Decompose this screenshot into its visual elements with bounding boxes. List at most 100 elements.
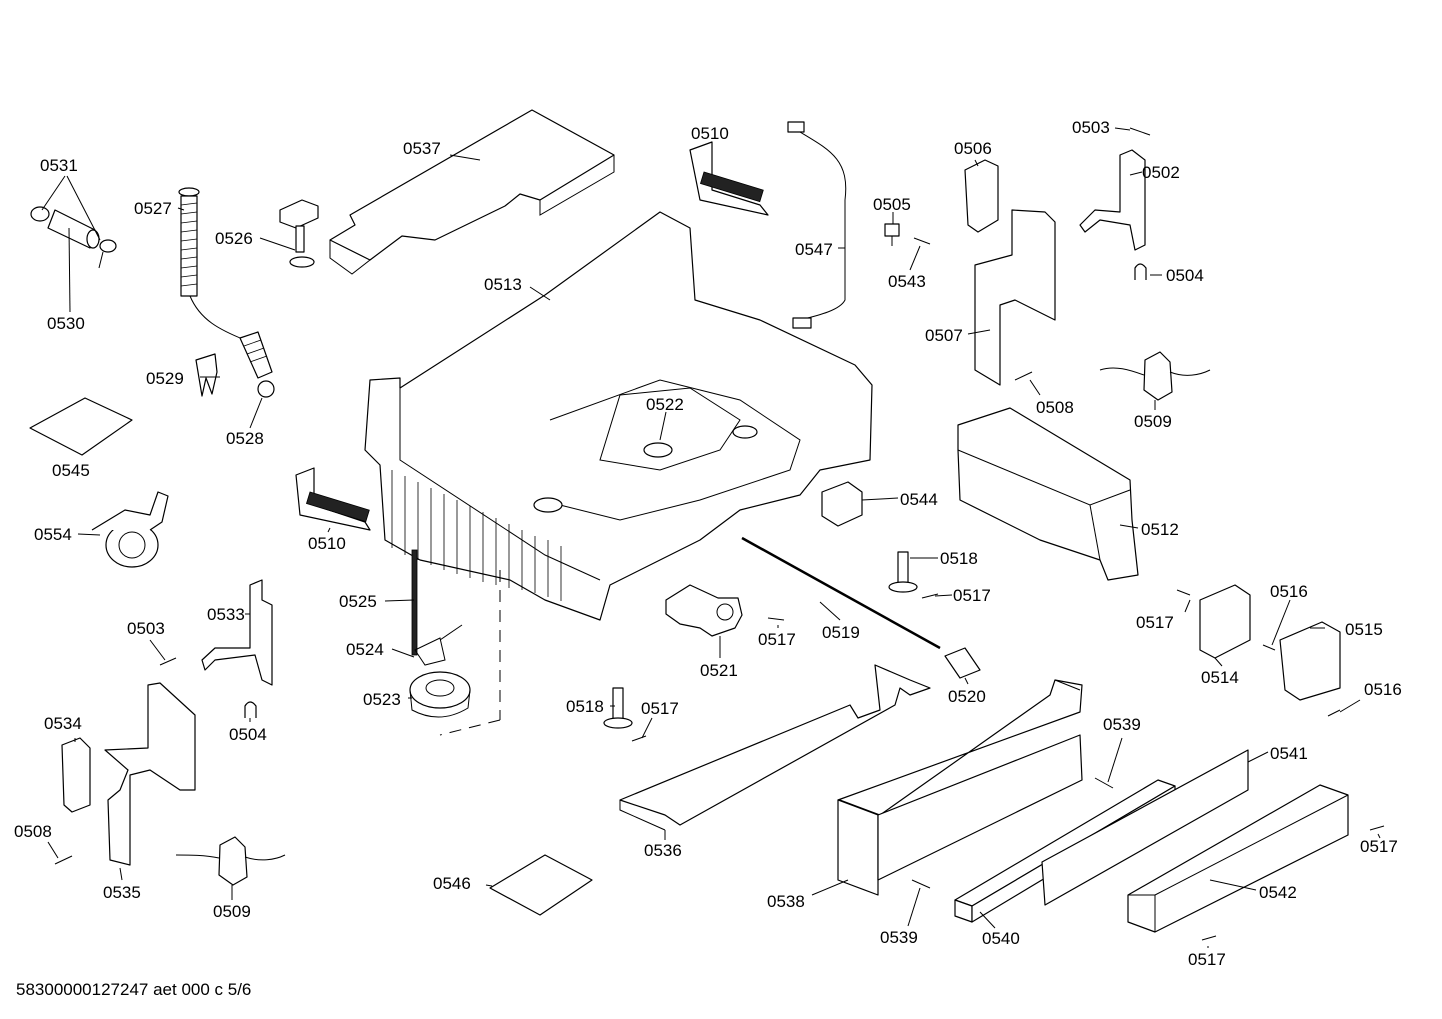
label-0517-middle: 0517 [758,630,796,649]
part-0514-housing [1199,584,1251,659]
part-0518-foot-lower [603,687,633,729]
part-0502-bracket [1079,149,1146,251]
part-0529-clip [195,353,218,397]
label-0505: 0505 [873,195,911,214]
label-0526: 0526 [215,229,253,248]
label-0517-d: 0517 [641,699,679,718]
part-0542-tray [1127,784,1349,933]
label-0504-top: 0504 [1166,266,1204,285]
part-0503-screw-top [1129,127,1151,136]
label-0546: 0546 [433,874,471,893]
label-0536: 0536 [644,841,682,860]
part-0517-screw-middle [767,617,785,621]
part-0508-screw-lower [54,855,73,865]
label-0516-b: 0516 [1364,680,1402,699]
label-0503-top: 0503 [1072,118,1110,137]
label-0542: 0542 [1259,883,1297,902]
label-0554: 0554 [34,525,72,544]
label-0507: 0507 [925,326,963,345]
part-0539-screw-b [911,879,931,889]
part-0547-cable [787,121,847,329]
label-0521: 0521 [700,661,738,680]
part-0503-screw-lower [159,657,177,666]
label-0502: 0502 [1142,163,1180,182]
part-0520-sleeve [944,647,981,679]
label-0510-top: 0510 [691,124,729,143]
label-0524: 0524 [346,640,384,659]
label-0539-a: 0539 [1103,715,1141,734]
part-0534-cover [61,737,91,813]
label-0547: 0547 [795,240,833,259]
part-0539-screw-a [1094,777,1114,789]
part-0510-spring-lower [295,467,371,531]
label-0514: 0514 [1201,668,1239,687]
part-0506-bracket [964,159,999,233]
label-0510-lower: 0510 [308,534,346,553]
part-0527-0528-drain-hose [178,187,275,398]
part-0544-relay [821,481,863,527]
part-0546-bag [489,854,593,916]
label-0528: 0528 [226,429,264,448]
part-0537-insulation-board [329,109,615,275]
part-0541-panel [1041,749,1249,906]
label-0503-lower: 0503 [127,619,165,638]
part-0525-float-rod [411,549,418,656]
part-0524-float-arm [414,624,463,666]
part-0519-rod [741,536,941,650]
label-0533: 0533 [207,605,245,624]
label-0519: 0519 [822,623,860,642]
part-0526-screw-block [279,199,319,268]
label-0520: 0520 [948,687,986,706]
label-0541: 0541 [1270,744,1308,763]
part-0512-control-module [957,407,1139,581]
label-0517-right: 0517 [953,586,991,605]
label-0506: 0506 [954,139,992,158]
label-0523: 0523 [363,690,401,709]
label-0509-top: 0509 [1134,412,1172,431]
part-0533-bracket [201,579,273,686]
part-0521-valve [665,584,743,637]
label-0515: 0515 [1345,620,1383,639]
part-0545-bag [29,397,133,456]
label-0512: 0512 [1141,520,1179,539]
part-0507-side-frame [974,209,1056,386]
part-0505-sensor [884,223,900,246]
document-id-footer: 58300000127247 aet 000 c 5/6 [16,980,252,999]
part-0504-clip-lower [244,701,257,718]
label-0509-lower: 0509 [213,902,251,921]
part-0517-screw-right [921,593,939,599]
label-0543: 0543 [888,272,926,291]
label-0530: 0530 [47,314,85,333]
label-0535: 0535 [103,883,141,902]
label-0529: 0529 [146,369,184,388]
label-0545: 0545 [52,461,90,480]
part-0538-panel [837,679,1083,896]
part-0509-sensor-lower [175,836,286,886]
label-0518-lower: 0518 [566,697,604,716]
label-0522: 0522 [646,395,684,414]
label-0508-top: 0508 [1036,398,1074,417]
label-0537: 0537 [403,139,441,158]
part-0508-screw-top [1014,371,1033,381]
label-0517-e: 0517 [1360,837,1398,856]
part-0518-foot-right [888,551,918,593]
label-0531: 0531 [40,156,78,175]
part-0509-sensor-top [1099,351,1211,401]
part-0554-drain-pump [91,491,169,568]
label-0517-f: 0517 [1188,950,1226,969]
part-0530-0531-tube-clips [30,206,117,269]
label-0544: 0544 [900,490,938,509]
leader-lines [41,127,1381,948]
label-0508-lower: 0508 [14,822,52,841]
label-0539-b: 0539 [880,928,918,947]
part-0504-clip-top [1134,263,1147,280]
label-0534: 0534 [44,714,82,733]
part-0516-screw-b [1327,709,1341,717]
part-0515-cover [1279,621,1341,701]
label-0504-lower: 0504 [229,725,267,744]
part-0510-spring-top [689,141,769,216]
part-0517-screw-f [1201,935,1217,941]
label-0538: 0538 [767,892,805,911]
part-0517-screw-e [1369,825,1385,831]
